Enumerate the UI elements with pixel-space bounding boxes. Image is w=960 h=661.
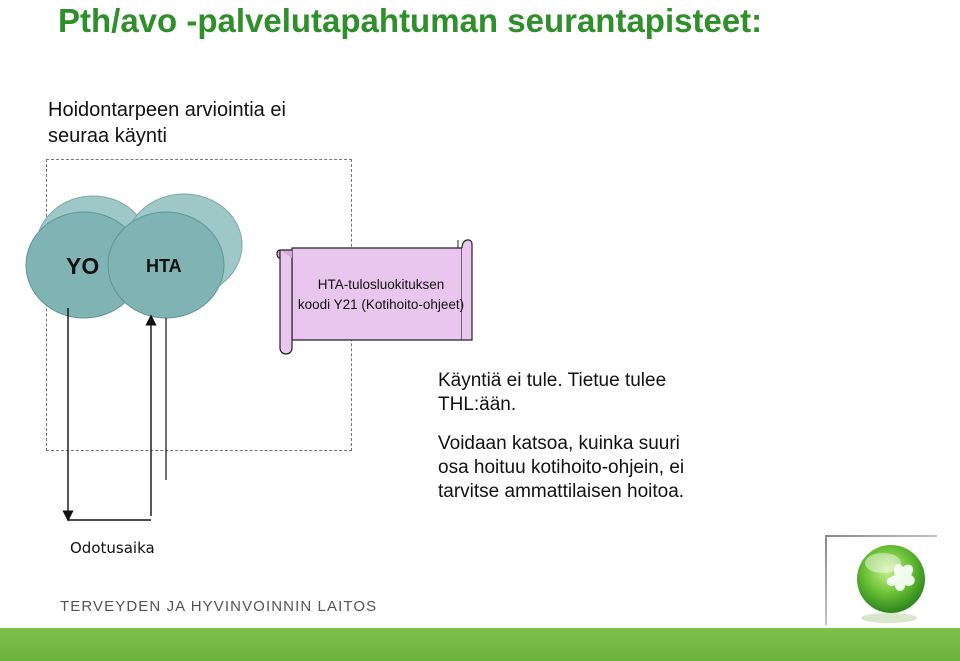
hta-label: HTA: [146, 256, 182, 276]
note2-line-3: tarvitse ammattilaisen hoitoa.: [438, 481, 685, 502]
wait-time-label: Odotusaika: [70, 539, 155, 557]
footer-green-bar: [0, 628, 960, 661]
scroll-line-2: koodi Y21 (Kotihoito-ohjeet): [297, 297, 465, 312]
slide-title: Pth/avo -palvelutapahtuman seurantapiste…: [58, 2, 763, 39]
subtitle-line-1: Hoidontarpeen arviointia ei: [48, 99, 286, 121]
organization-name: TERVEYDEN JA HYVINVOINNIN LAITOS: [60, 598, 378, 615]
subtitle-line-2: seuraa käynti: [48, 125, 167, 147]
note2-line-1: Voidaan katsoa, kuinka suuri: [438, 433, 680, 454]
note1-line-2: THL:ään.: [438, 394, 517, 415]
note-no-visit: Käyntiä ei tule. Tietue tulee THL:ään.: [438, 369, 666, 417]
note-home-care: Voidaan katsoa, kuinka suuri osa hoituu …: [438, 432, 684, 504]
slide-subtitle: Hoidontarpeen arviointia ei seuraa käynt…: [48, 97, 286, 149]
scroll-shape: [276, 239, 473, 355]
yo-label: YO: [66, 253, 100, 279]
note1-line-1: Käyntiä ei tule. Tietue tulee: [438, 370, 667, 391]
scroll-line-1: HTA-tulosluokituksen: [317, 277, 445, 292]
note2-line-2: osa hoituu kotihoito-ohjein, ei: [438, 457, 685, 478]
green-leaf-sphere-icon: [825, 535, 937, 625]
scroll-text: HTA-tulosluokituksen koodi Y21 (Kotihoit…: [276, 275, 486, 315]
